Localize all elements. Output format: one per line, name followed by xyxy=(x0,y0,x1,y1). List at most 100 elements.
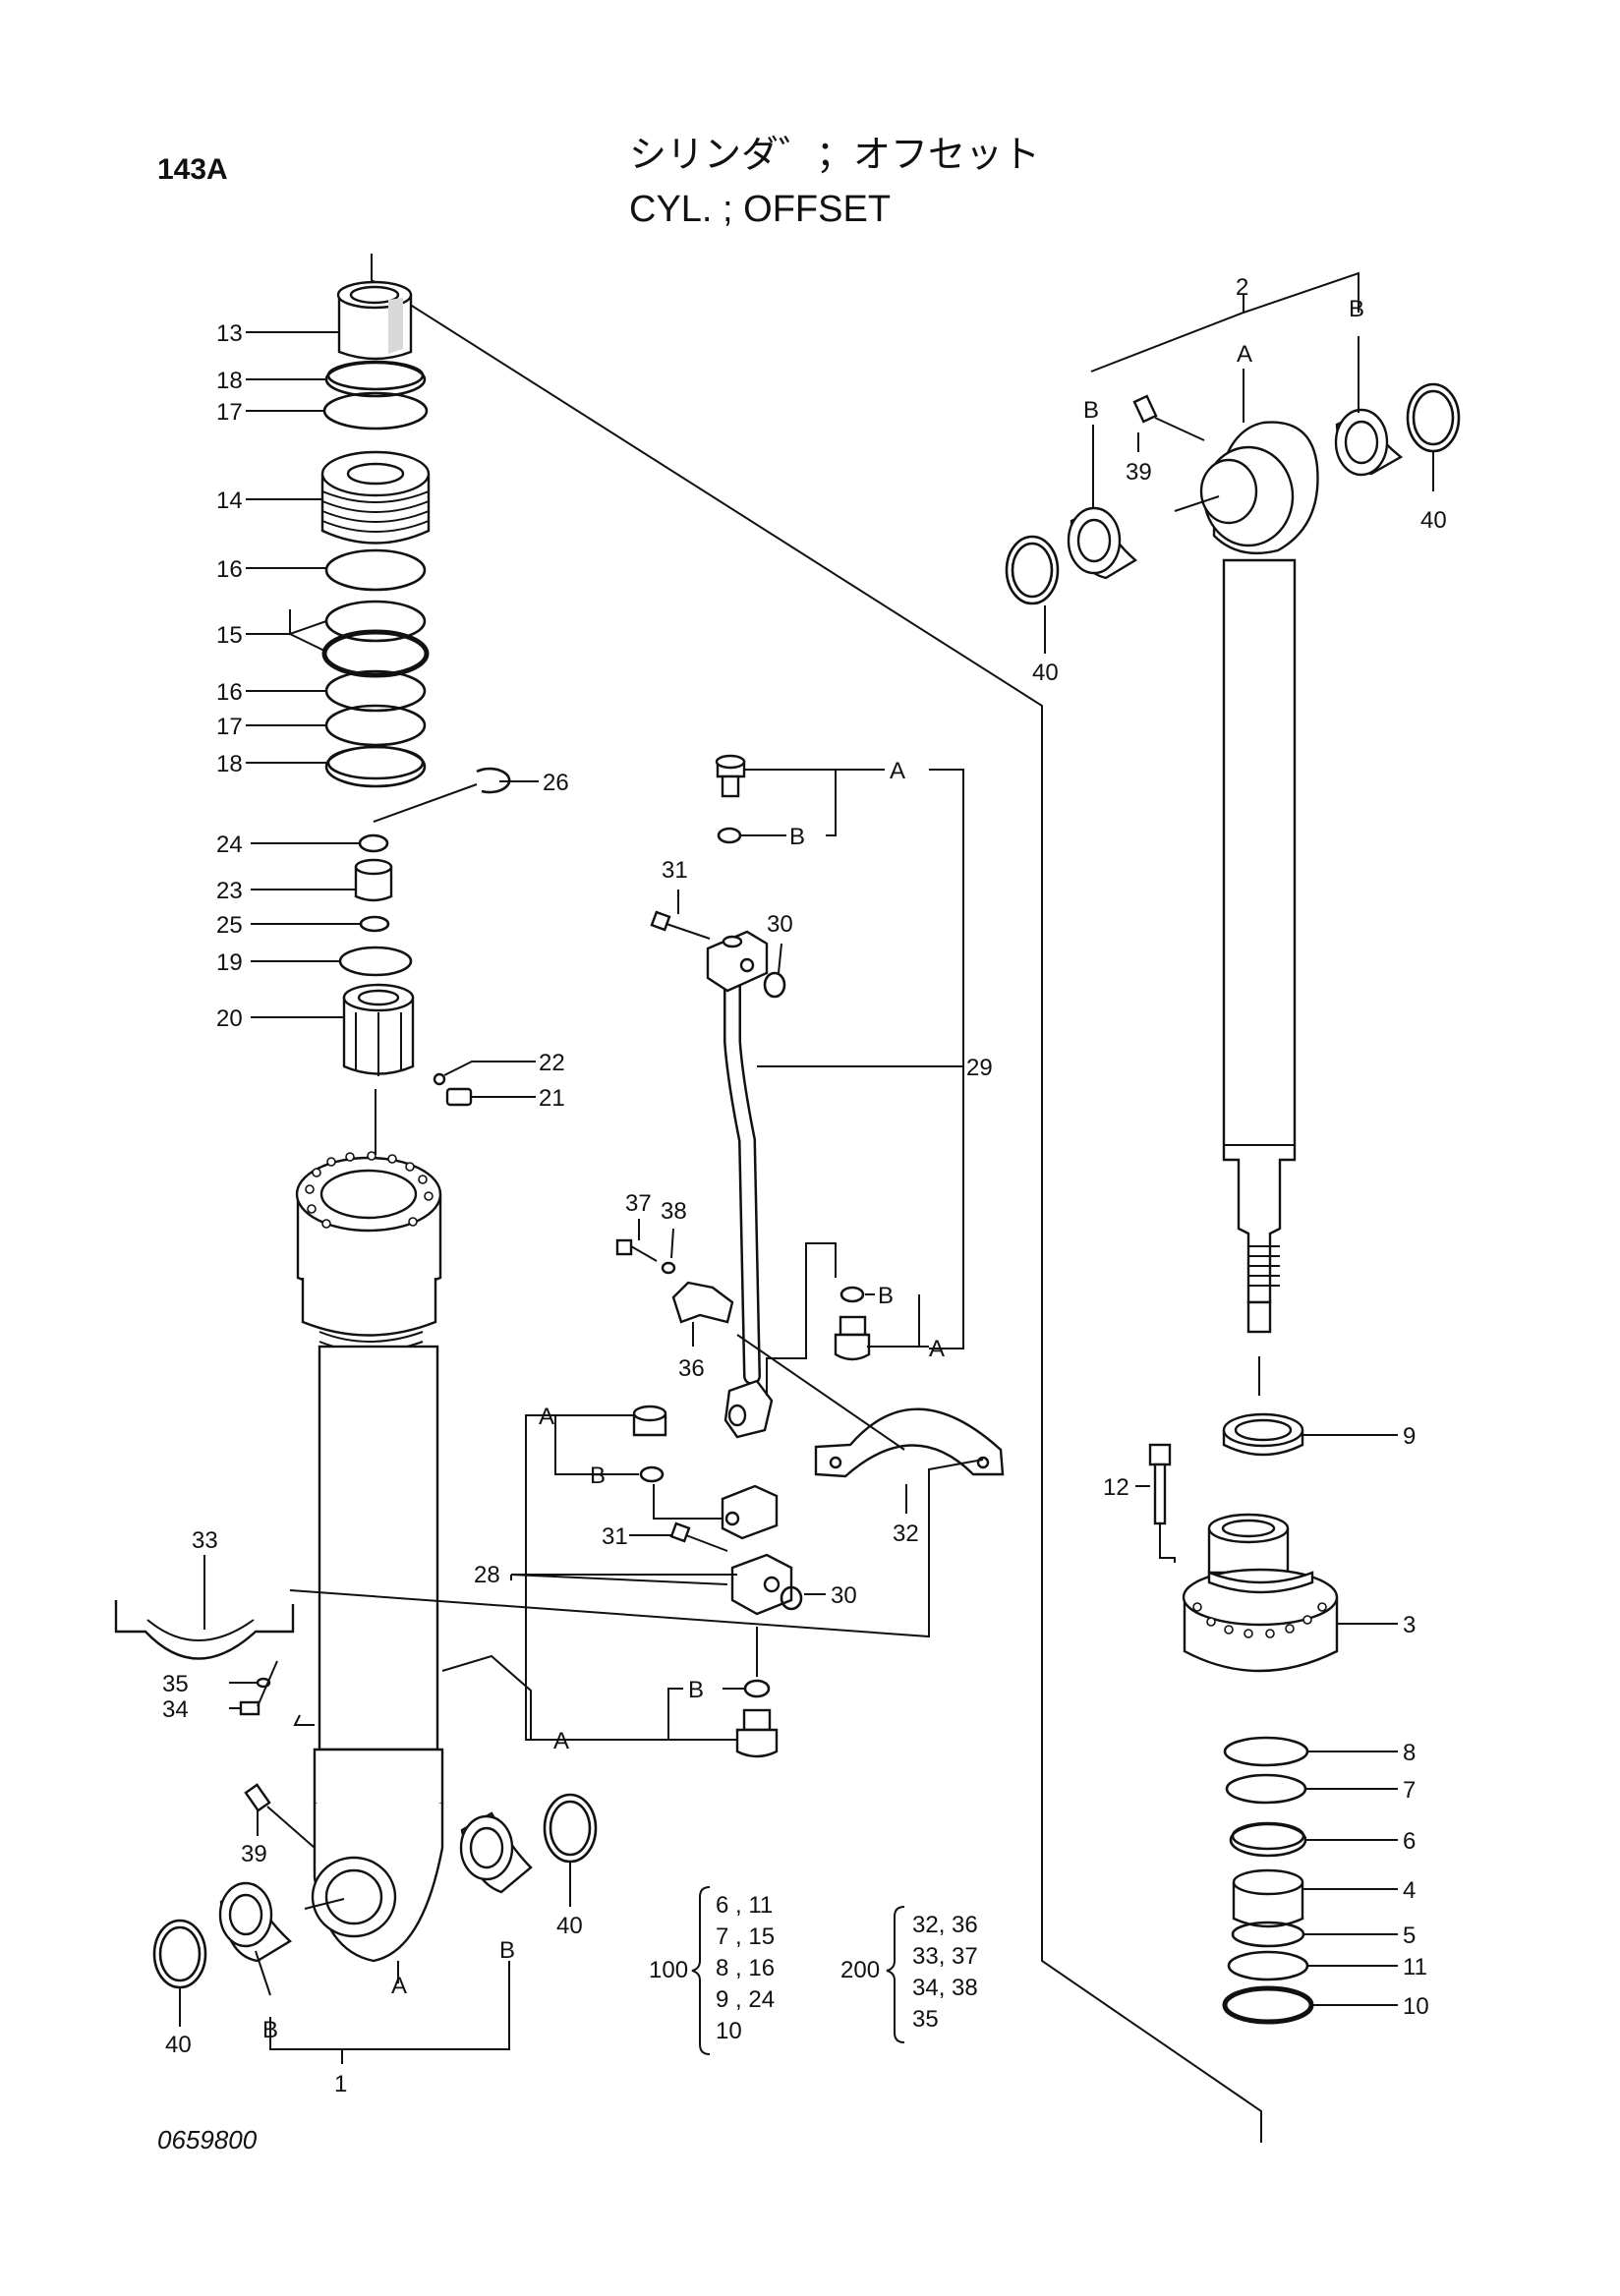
part-40-ring-left-upper xyxy=(1005,535,1060,605)
bushing-left-upper xyxy=(1067,506,1138,580)
part-38-washer xyxy=(661,1261,676,1275)
letter-B: B xyxy=(688,1677,704,1703)
callout-15: 15 xyxy=(216,622,243,649)
kit-100-row: 6 , 11 xyxy=(716,1892,773,1919)
plug-lower-A xyxy=(632,1405,667,1437)
part-29-hose xyxy=(723,974,761,1385)
letter-A: A xyxy=(890,758,905,784)
callout-40: 40 xyxy=(165,2032,192,2058)
letter-B: B xyxy=(590,1463,606,1489)
part-9-cushion-ring xyxy=(1222,1412,1304,1457)
part-6-ring xyxy=(1229,1821,1307,1858)
part-8-ring xyxy=(1223,1736,1309,1767)
part-23-sleeve xyxy=(354,858,393,902)
callout-19: 19 xyxy=(216,949,243,976)
callout-1: 1 xyxy=(334,2071,347,2097)
callout-31: 31 xyxy=(602,1523,628,1550)
callout-18: 18 xyxy=(216,368,243,394)
callout-7: 7 xyxy=(1403,1777,1416,1804)
kit-100-row: 8 , 16 xyxy=(716,1955,775,1981)
callout-24: 24 xyxy=(216,832,243,858)
oring-bottom-B xyxy=(743,1679,771,1698)
part-10-oring xyxy=(1222,1985,1314,2025)
leader-lines xyxy=(179,271,1434,2064)
callout-13: 13 xyxy=(216,320,243,347)
callout-2: 2 xyxy=(1236,274,1248,301)
callout-16: 16 xyxy=(216,556,243,583)
part-bushing-right-lower xyxy=(459,1811,533,1894)
assembly-outline xyxy=(371,254,1262,2143)
callout-32: 32 xyxy=(893,1521,919,1547)
part-32-clamp xyxy=(814,1407,1005,1478)
plug-upper-A xyxy=(715,754,746,798)
callout-33: 33 xyxy=(192,1527,218,1554)
callout-37: 37 xyxy=(625,1190,652,1217)
callout-3: 3 xyxy=(1403,1612,1416,1638)
kit-200-row: 35 xyxy=(912,2006,939,2033)
part-36-clamp xyxy=(671,1281,734,1324)
callout-31: 31 xyxy=(662,857,688,884)
title-english: CYL. ; OFFSET xyxy=(629,189,891,230)
callout-5: 5 xyxy=(1403,1923,1416,1949)
part-4-bushing xyxy=(1232,1868,1304,1928)
letter-B: B xyxy=(878,1283,894,1309)
plug-mid-A xyxy=(834,1315,871,1361)
part-25-ring xyxy=(359,915,390,933)
callout-30: 30 xyxy=(831,1582,857,1609)
callout-28: 28 xyxy=(474,1562,500,1588)
oring-mid-B xyxy=(839,1286,865,1303)
callout-17: 17 xyxy=(216,714,243,740)
letter-A: A xyxy=(553,1728,569,1754)
part-37-bolt xyxy=(615,1238,658,1262)
part-12-bolt xyxy=(1148,1443,1172,1525)
part-2-piston-rod xyxy=(1174,421,1319,1334)
part-21-setscrew xyxy=(445,1087,473,1107)
callout-35: 35 xyxy=(162,1671,189,1697)
callout-39: 39 xyxy=(1126,459,1152,486)
letter-B: B xyxy=(1083,397,1099,424)
reference-letters: A B B A B B A A B B A A B B xyxy=(262,296,1364,2043)
letter-B: B xyxy=(789,824,805,850)
callout-34: 34 xyxy=(162,1696,189,1723)
callout-12: 12 xyxy=(1103,1474,1129,1501)
callout-40: 40 xyxy=(1420,507,1447,534)
callout-labels: 13 18 17 14 16 15 16 17 18 26 24 23 25 1… xyxy=(162,274,1447,2097)
title-japanese: シリンダ゛；オフセット xyxy=(629,135,1040,176)
callout-40: 40 xyxy=(556,1913,583,1939)
cylinder-tube xyxy=(295,1151,444,1963)
kit-100-row: 9 , 24 xyxy=(716,1986,775,2013)
callout-22: 22 xyxy=(539,1050,565,1076)
part-17-ring-upper xyxy=(322,391,429,430)
kit-200-table: 200 32, 36 33, 37 34, 38 35 xyxy=(840,1906,978,2043)
part-28-block-upper xyxy=(721,1484,779,1540)
callout-36: 36 xyxy=(678,1355,705,1382)
oring-upper-B xyxy=(717,827,742,844)
callout-26: 26 xyxy=(543,770,569,796)
letter-B: B xyxy=(1349,296,1364,322)
part-31-bolt-lower xyxy=(669,1521,728,1552)
kit-200-row: 33, 37 xyxy=(912,1943,978,1970)
part-18-ring-lower xyxy=(324,745,427,788)
hose-lower-elbow xyxy=(723,1379,774,1439)
letter-A: A xyxy=(539,1404,554,1430)
callout-17: 17 xyxy=(216,399,243,426)
part-13-bushing xyxy=(336,280,413,361)
part-39-grease-fitting-right xyxy=(1132,394,1205,441)
callout-39: 39 xyxy=(241,1841,267,1867)
bushing-right-upper xyxy=(1334,408,1404,477)
part-40-ring-left-lower xyxy=(152,1919,207,1989)
kit-100-row: 10 xyxy=(716,2018,742,2044)
callout-8: 8 xyxy=(1403,1740,1416,1766)
kit-200-row: 34, 38 xyxy=(912,1975,978,2001)
part-14-piston xyxy=(320,450,431,545)
part-40-ring-right-upper xyxy=(1406,382,1461,453)
callout-4: 4 xyxy=(1403,1877,1416,1904)
callout-14: 14 xyxy=(216,488,243,514)
drawing-code: 0659800 xyxy=(157,2125,258,2154)
part-18-ring-upper xyxy=(324,360,427,398)
kit-200-row: 32, 36 xyxy=(912,1912,978,1938)
part-3-rod-cover xyxy=(1182,1513,1339,1673)
letter-A: A xyxy=(1237,341,1252,368)
kit-100-label: 100 xyxy=(649,1957,688,1983)
